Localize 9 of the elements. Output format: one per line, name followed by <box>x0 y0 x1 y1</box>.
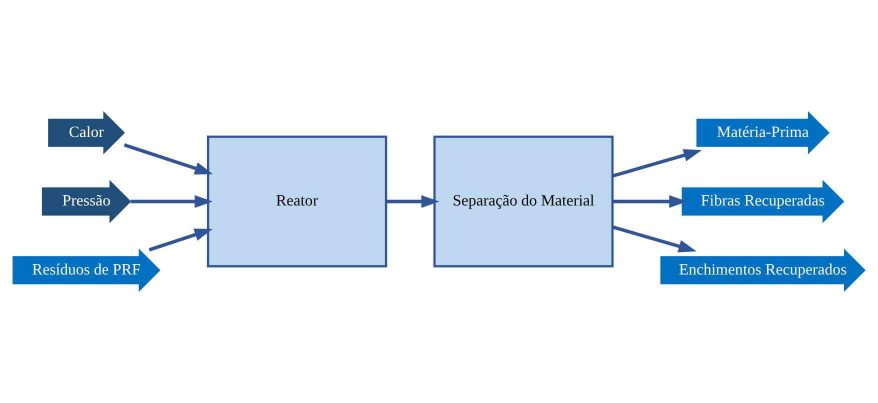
arrow <box>124 143 213 174</box>
arrow <box>148 228 213 252</box>
arrow <box>386 195 440 208</box>
node-box: Separação do Material <box>433 136 614 268</box>
arrow <box>130 195 213 208</box>
arrow <box>612 149 702 178</box>
arrow <box>612 195 688 208</box>
arrow <box>612 225 697 252</box>
node-box: Reator <box>206 136 388 268</box>
